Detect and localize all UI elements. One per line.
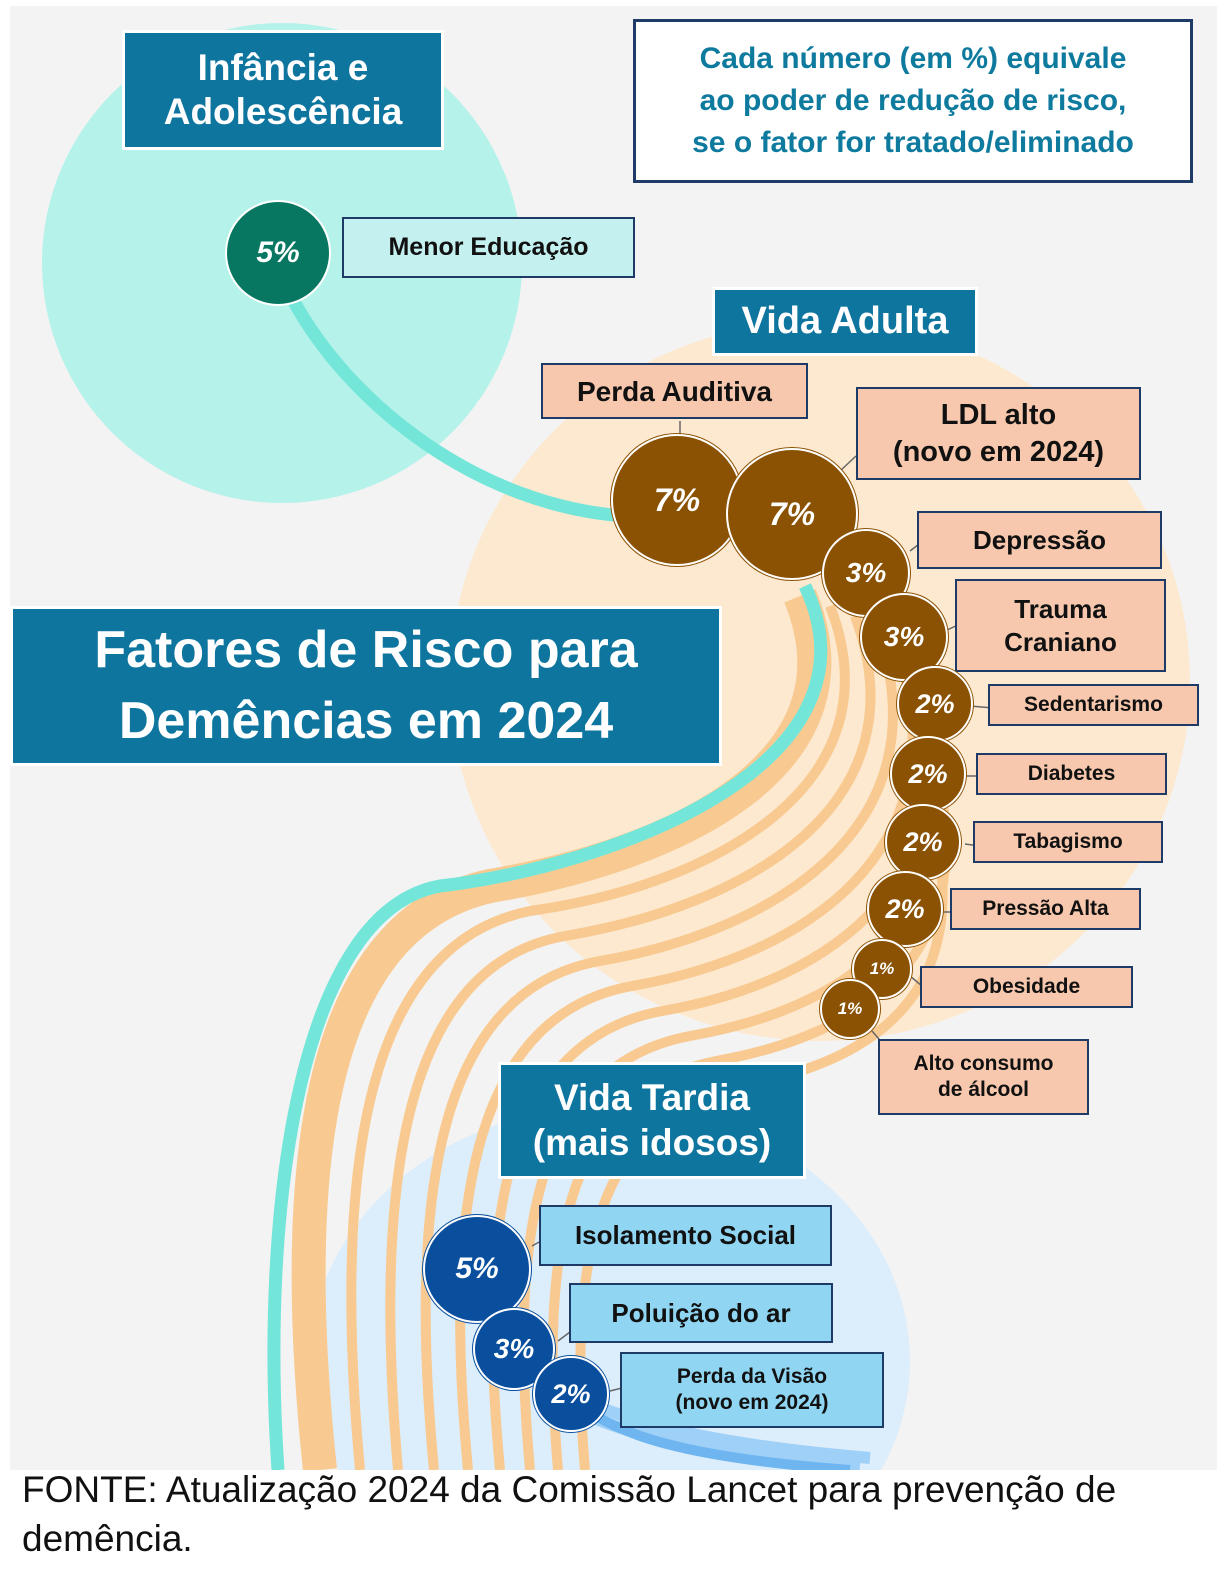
adult-heading: Vida Adulta [712,287,978,356]
factor-value-smoking: 2% [885,804,961,880]
explanation-note: Cada número (em %) equivale ao poder de … [633,19,1193,183]
factor-value-sedentarism: 2% [897,666,973,742]
factor-label-smoking: Tabagismo [973,821,1163,863]
factor-label-alcohol: Alto consumo de álcool [878,1039,1089,1115]
factor-label-hearing: Perda Auditiva [541,363,808,419]
factor-value-social-isolation: 5% [423,1215,531,1323]
factor-label-education: Menor Educação [342,217,635,278]
factor-value-education: 5% [225,200,331,306]
main-title: Fatores de Risco para Demências em 2024 [10,606,722,766]
factor-label-vision-loss: Perda da Visão (novo em 2024) [620,1352,884,1428]
childhood-heading: Infância e Adolescência [122,30,444,150]
flow-band-1 [346,604,850,1470]
factor-label-hypertension: Pressão Alta [950,888,1141,930]
factor-label-head-trauma: Trauma Craniano [955,579,1166,672]
factor-label-social-isolation: Isolamento Social [539,1205,832,1266]
factor-label-ldl: LDL alto (novo em 2024) [856,387,1141,480]
factor-value-alcohol: 1% [820,979,880,1039]
factor-value-vision-loss: 2% [533,1356,609,1432]
late-life-heading: Vida Tardia (mais idosos) [498,1062,806,1179]
flow-band-2 [385,614,876,1470]
factor-value-hypertension: 2% [867,871,943,947]
teal-curve [267,583,828,1470]
factor-value-diabetes: 2% [890,736,966,812]
factor-label-sedentarism: Sedentarismo [988,684,1199,726]
factor-label-depression: Depressão [917,511,1162,569]
source-caption: FONTE: Atualização 2024 da Comissão Lanc… [22,1469,1117,1559]
factor-label-air-pollution: Poluição do ar [569,1283,833,1343]
infographic-canvas: Infância e Adolescência Vida Adulta Vida… [10,6,1217,1470]
factor-label-obesity: Obesidade [920,966,1133,1008]
factor-value-hearing: 7% [611,434,743,566]
education-line [286,294,626,523]
factor-label-diabetes: Diabetes [976,753,1167,795]
